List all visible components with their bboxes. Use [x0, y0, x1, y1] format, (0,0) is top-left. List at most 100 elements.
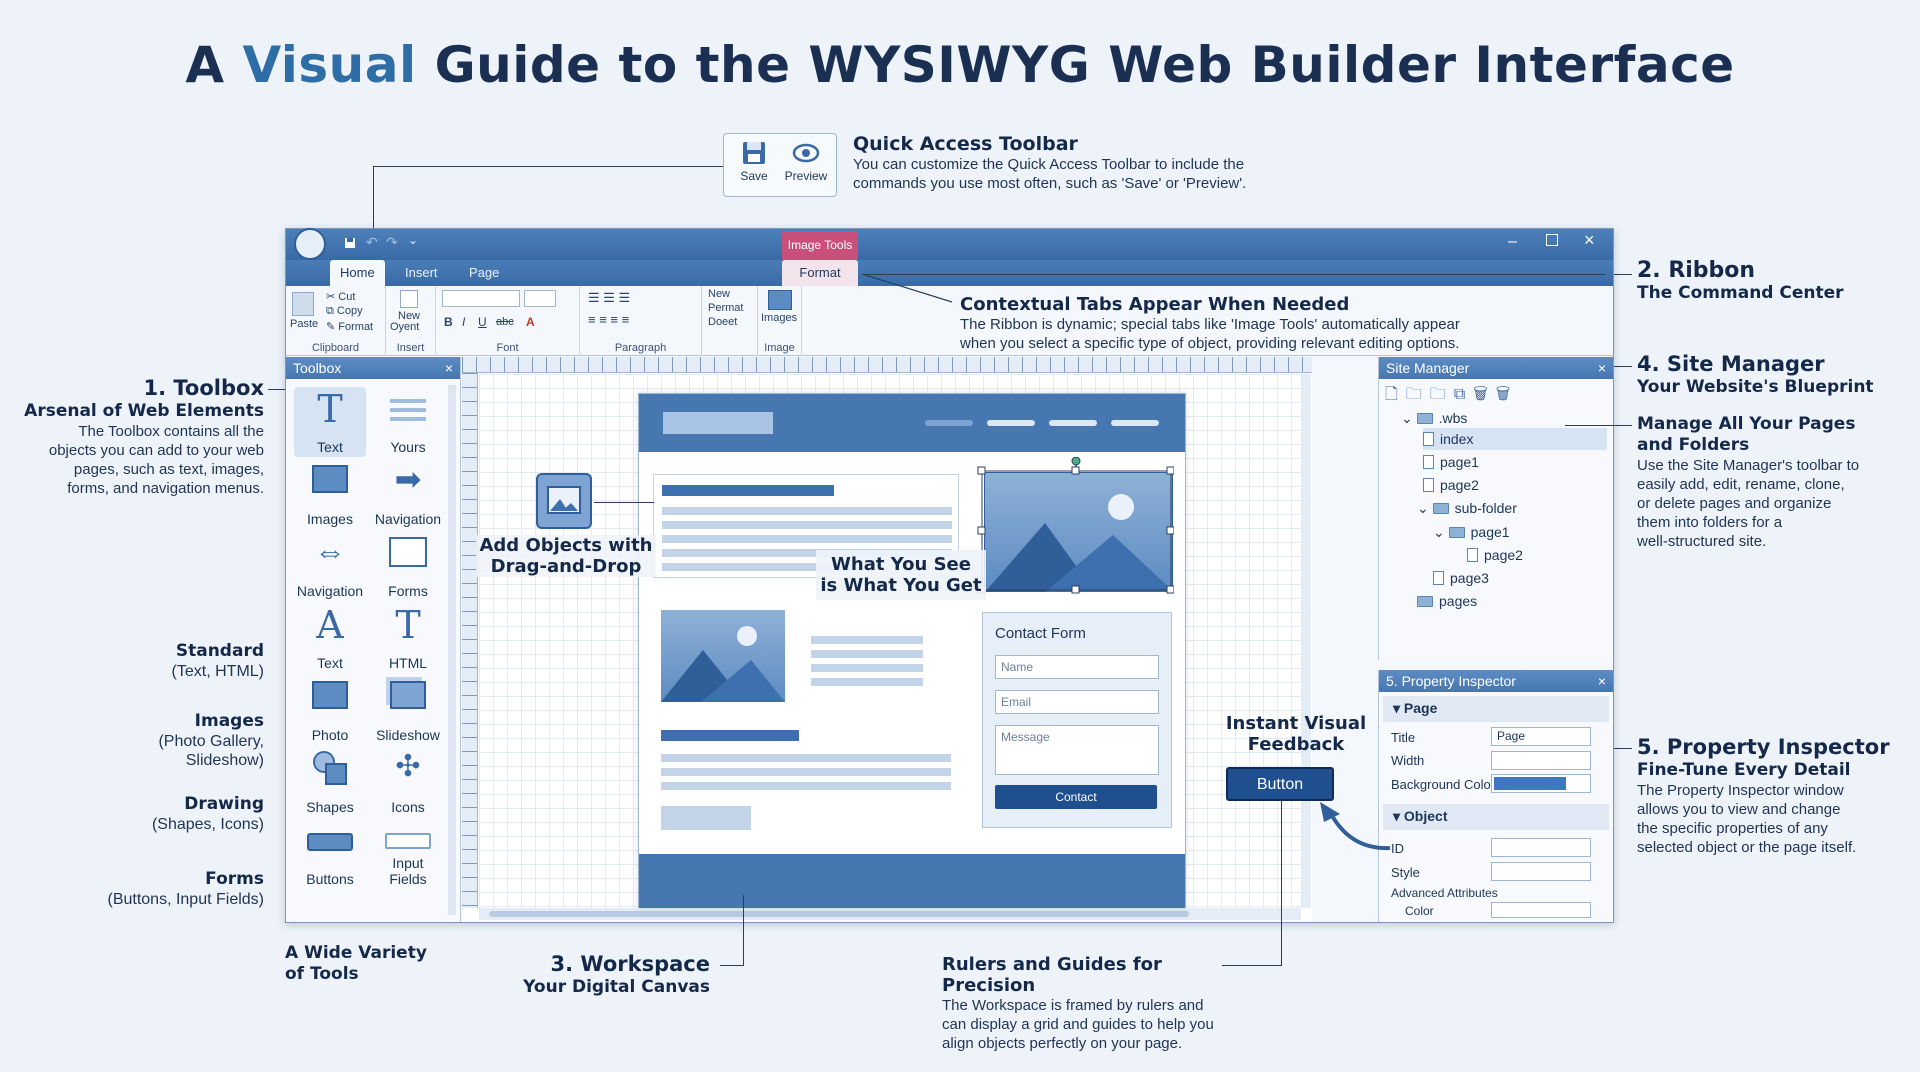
- tool-forms[interactable]: Forms: [372, 531, 444, 601]
- preview-button[interactable]: Preview: [782, 140, 830, 183]
- paragraph-group: ☰ ☰ ☰ ≡ ≡ ≡ ≡ Paragraph: [580, 286, 702, 356]
- toolbox-scrollbar[interactable]: [448, 385, 456, 915]
- horizontal-scrollbar[interactable]: [479, 908, 1301, 920]
- category-drawing: Drawing(Shapes, Icons): [151, 794, 264, 833]
- ribbon-annotation: 2. Ribbon The Command Center: [1637, 258, 1844, 303]
- tree-wbs[interactable]: ⌄ .wbs: [1401, 410, 1468, 426]
- underline-icon[interactable]: U: [478, 315, 487, 329]
- italic-icon[interactable]: I: [462, 315, 466, 329]
- redo-icon[interactable]: ↷: [386, 234, 398, 250]
- save-button[interactable]: Save: [730, 140, 778, 183]
- horizontal-ruler: [462, 357, 1312, 373]
- tree-page3[interactable]: page3: [1433, 567, 1489, 589]
- tab-home[interactable]: Home: [330, 260, 385, 286]
- background-color-select[interactable]: [1491, 774, 1591, 793]
- instant-button[interactable]: Button: [1226, 767, 1334, 801]
- object-section[interactable]: ▾ Object: [1383, 804, 1609, 830]
- title-bar: ↶ ↷ ⌄ Image Tools – ×: [286, 228, 1613, 260]
- bullets-icon[interactable]: ☰ ☰ ☰: [588, 290, 631, 305]
- tree-page2[interactable]: page2: [1423, 474, 1479, 496]
- category-forms: Forms(Buttons, Input Fields): [107, 869, 264, 908]
- tool-navigation[interactable]: ➡Navigation: [372, 459, 444, 529]
- maximize-icon[interactable]: [1546, 234, 1558, 246]
- site-manager-header: Site Manager×: [1379, 357, 1613, 379]
- paste-icon[interactable]: [292, 292, 314, 316]
- font-color-icon[interactable]: A: [526, 315, 535, 329]
- width-input[interactable]: [1491, 751, 1591, 770]
- tool-photo[interactable]: Photo: [294, 675, 366, 745]
- copy-button[interactable]: ⧉ Copy: [326, 305, 363, 317]
- color-input[interactable]: [1491, 902, 1591, 918]
- category-standard: Standard(Text, HTML): [171, 641, 264, 680]
- images-icon[interactable]: [768, 290, 792, 310]
- minimize-icon[interactable]: –: [1508, 233, 1517, 250]
- contextual-tabs-annotation: Contextual Tabs Appear When Needed The R…: [960, 294, 1460, 352]
- tool-slideshow[interactable]: Slideshow: [372, 675, 444, 745]
- tab-format[interactable]: Format: [782, 260, 858, 286]
- tool-images[interactable]: Images: [294, 459, 366, 529]
- selection-handles[interactable]: [974, 457, 1174, 597]
- tool-icons[interactable]: ✣Icons: [372, 747, 444, 817]
- tree-pages[interactable]: pages: [1417, 590, 1477, 612]
- paste-button[interactable]: Paste: [290, 318, 319, 330]
- site-manager-panel: Site Manager× 🗋🗀🗀⧉🗑🗑 ⌄ .wbs index page1 …: [1378, 357, 1613, 660]
- contact-form[interactable]: Contact Form Name Email Message Contact: [982, 612, 1172, 828]
- variety-annotation: A Wide Variety of Tools: [285, 943, 427, 984]
- close-icon[interactable]: ×: [1584, 230, 1595, 250]
- name-field[interactable]: Name: [995, 655, 1159, 679]
- icons-icon: ✣: [395, 750, 421, 783]
- tree-sub-page1[interactable]: ⌄ page1: [1433, 524, 1510, 540]
- drag-image-icon[interactable]: [536, 473, 592, 529]
- id-input[interactable]: [1491, 838, 1591, 857]
- undo-icon[interactable]: ↶: [366, 234, 378, 250]
- strikethrough-icon[interactable]: abc: [496, 316, 514, 328]
- html-icon: T: [395, 603, 421, 647]
- customize-qa-icon[interactable]: ⌄: [408, 233, 419, 247]
- style-select[interactable]: [1491, 862, 1591, 881]
- tree-page1[interactable]: page1: [1423, 451, 1479, 473]
- ribbon: Paste ✂ Cut ⧉ Copy ✎ Format Clipboard Ne…: [286, 286, 1613, 356]
- feedback-annotation: Instant Visual Feedback: [1225, 713, 1367, 755]
- page-mockup[interactable]: Contact Form Name Email Message Contact: [638, 393, 1186, 908]
- save-icon[interactable]: [344, 237, 356, 249]
- font-family-select[interactable]: [442, 290, 520, 307]
- bold-icon[interactable]: B: [444, 315, 453, 329]
- tab-page[interactable]: Page: [469, 265, 500, 280]
- tool-navigation-2[interactable]: ⇔Navigation: [294, 531, 366, 601]
- mock-image-2[interactable]: [661, 610, 785, 702]
- clipboard-group: Paste ✂ Cut ⧉ Copy ✎ Format Clipboard: [286, 286, 386, 356]
- vertical-scrollbar[interactable]: [1301, 374, 1311, 908]
- toolbox-header: Toolbox×: [286, 357, 460, 379]
- tool-shapes[interactable]: Shapes: [294, 747, 366, 817]
- format-group: New Permat Doeet: [702, 286, 758, 356]
- align-icon[interactable]: ≡ ≡ ≡ ≡: [588, 312, 630, 327]
- tree-index[interactable]: index: [1423, 428, 1607, 450]
- tree-subfolder[interactable]: ⌄ sub-folder: [1417, 500, 1517, 516]
- app-window: ↶ ↷ ⌄ Image Tools – × Home Insert Page F…: [285, 228, 1614, 923]
- title-input[interactable]: Page: [1491, 727, 1591, 746]
- mock-text-block[interactable]: [653, 474, 959, 578]
- input-tool-icon: [385, 833, 431, 849]
- tool-input-fields[interactable]: Input Fields: [372, 819, 444, 889]
- site-toolbar[interactable]: 🗋🗀🗀⧉🗑🗑: [1385, 386, 1519, 403]
- tool-yours[interactable]: Yours: [372, 387, 444, 457]
- format-painter-button[interactable]: ✎ Format: [326, 321, 374, 333]
- wysiwyg-annotation: What You See is What You Get: [816, 550, 986, 600]
- tree-sub-page2[interactable]: page2: [1467, 544, 1523, 566]
- preview-icon: [792, 143, 820, 163]
- insert-group: New Oyent Insert: [386, 286, 436, 356]
- message-field[interactable]: Message: [995, 725, 1159, 775]
- app-logo-icon[interactable]: [294, 228, 326, 260]
- tab-insert[interactable]: Insert: [405, 265, 438, 280]
- email-field[interactable]: Email: [995, 690, 1159, 714]
- cut-button[interactable]: ✂ Cut: [326, 291, 356, 303]
- font-size-select[interactable]: [524, 290, 556, 307]
- contact-submit-button[interactable]: Contact: [995, 785, 1157, 809]
- new-object-icon[interactable]: [400, 290, 418, 308]
- tool-buttons[interactable]: Buttons: [294, 819, 366, 889]
- page-section[interactable]: ▾ Page: [1383, 696, 1609, 722]
